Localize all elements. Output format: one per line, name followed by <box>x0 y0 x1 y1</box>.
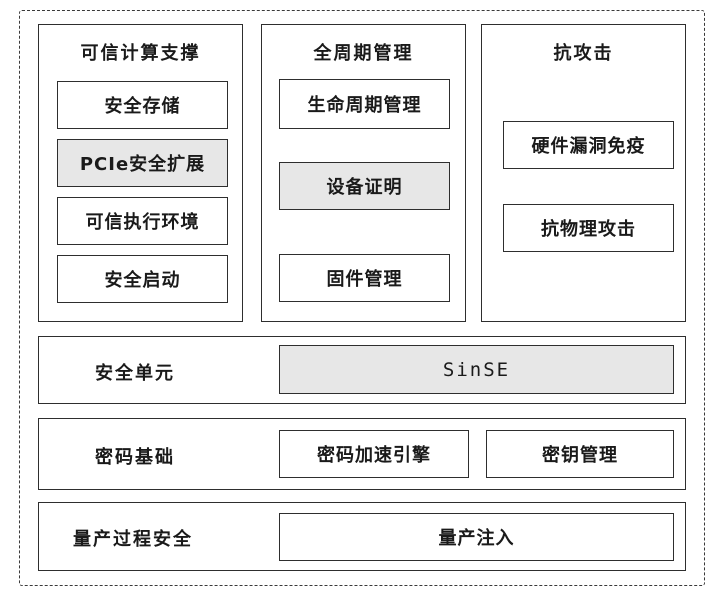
trusted-computing-title: 可信计算支撑 <box>80 43 201 64</box>
firmware-management-box: 固件管理 <box>279 254 450 302</box>
secure-boot-box: 安全启动 <box>57 255 228 303</box>
architecture-frame <box>19 10 705 586</box>
security-unit-label: 安全单元 <box>95 363 175 384</box>
crypto-acceleration-engine-box: 密码加速引擎 <box>279 430 469 478</box>
lifecycle-management-box: 生命周期管理 <box>279 79 450 129</box>
anti-attack-title: 抗攻击 <box>553 43 614 64</box>
lifecycle-title: 全周期管理 <box>313 43 414 64</box>
anti-attack-panel: 抗攻击 <box>481 24 686 322</box>
production-security-label: 量产过程安全 <box>73 529 193 550</box>
secure-storage-box: 安全存储 <box>57 81 228 129</box>
anti-physical-attack-box: 抗物理攻击 <box>503 204 674 252</box>
hardware-vulnerability-immunity-box: 硬件漏洞免疫 <box>503 121 674 169</box>
device-attestation-box: 设备证明 <box>279 162 450 210</box>
pcie-security-extension-box: PCIe安全扩展 <box>57 139 228 187</box>
crypto-base-label: 密码基础 <box>95 447 175 468</box>
key-management-box: 密钥管理 <box>486 430 674 478</box>
trusted-execution-environment-box: 可信执行环境 <box>57 197 228 245</box>
sinse-box: SinSE <box>279 345 674 394</box>
production-injection-box: 量产注入 <box>279 513 674 561</box>
